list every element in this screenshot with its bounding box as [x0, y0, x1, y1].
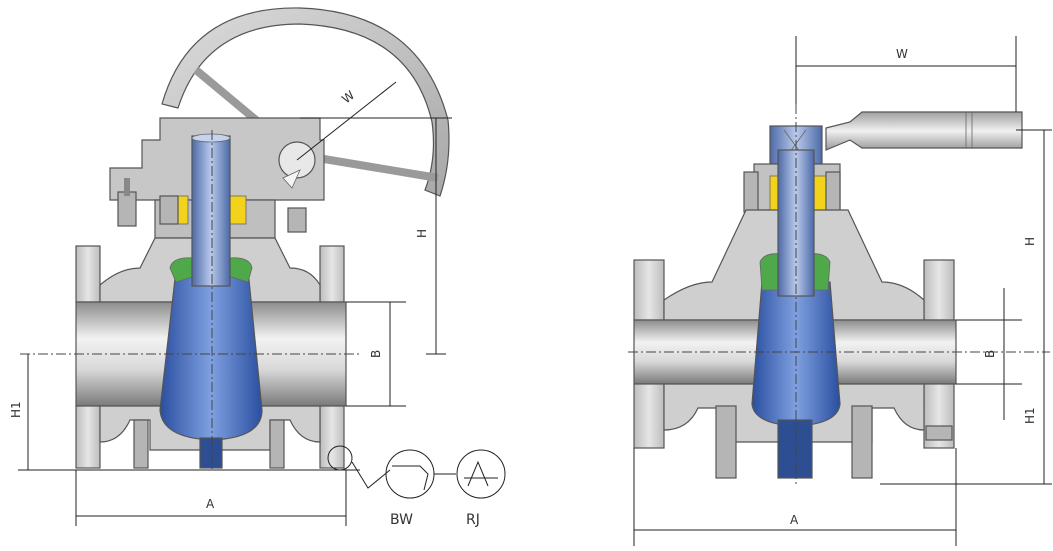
bw-detail-circle: [385, 449, 435, 499]
right-a-label: A: [790, 513, 799, 527]
rj-profile: [464, 460, 498, 487]
right-gland-bolt: [743, 171, 759, 213]
right-lever-valve: W H B H1 A: [628, 36, 1052, 546]
end-connection-details: BW RJ: [327, 445, 506, 528]
left-stem-top: [191, 133, 231, 143]
left-bottom-stud: [199, 437, 223, 469]
right-bottom-bolt: [715, 405, 737, 479]
left-h1-label: H1: [9, 401, 23, 418]
left-h-label: H: [415, 229, 429, 238]
right-flange-bolt: [925, 425, 953, 441]
left-bolt-stud: [124, 178, 130, 196]
left-flange-lower-right: [319, 405, 345, 469]
left-bottom-bolt: [133, 419, 149, 469]
rj-detail-circle: [456, 449, 506, 499]
left-flange-lower-left: [75, 405, 101, 469]
bw-label: BW: [390, 512, 413, 528]
left-packing: [227, 195, 247, 225]
right-flange-upper-right: [923, 259, 955, 321]
right-w-label: W: [896, 47, 908, 61]
left-flange-upper-right: [319, 245, 345, 303]
left-b-label: B: [369, 350, 383, 358]
right-h1-label: H1: [1023, 407, 1037, 424]
detail-callout-circle: [327, 445, 353, 471]
left-bonnet-bolt: [159, 195, 179, 225]
left-handwheel: [161, 7, 450, 197]
right-lever-handle: [825, 111, 1023, 151]
right-h-label: H: [1023, 237, 1037, 246]
right-flange-upper-left: [633, 259, 665, 321]
rj-label: RJ: [466, 512, 480, 528]
left-w-dimension-line: [296, 81, 397, 161]
left-gear-valve: W H B H1 A: [9, 7, 452, 526]
right-b-label: B: [983, 350, 997, 358]
left-gear-pointer: [282, 169, 301, 189]
right-gland-bolt: [825, 171, 841, 213]
left-bottom-bolt: [269, 419, 285, 469]
left-bonnet-bolt: [117, 191, 137, 227]
detail-leader: [351, 461, 391, 489]
bw-profile: [392, 465, 429, 491]
right-bottom-bolt: [851, 405, 873, 479]
right-bottom-stud: [777, 419, 813, 479]
left-w-label: W: [339, 88, 357, 106]
left-plug: [159, 269, 263, 441]
left-bonnet-bolt: [287, 207, 307, 233]
left-a-label: A: [206, 497, 215, 511]
right-flange-lower-left: [633, 383, 665, 449]
left-flange-upper-left: [75, 245, 101, 303]
left-stem: [191, 135, 231, 287]
